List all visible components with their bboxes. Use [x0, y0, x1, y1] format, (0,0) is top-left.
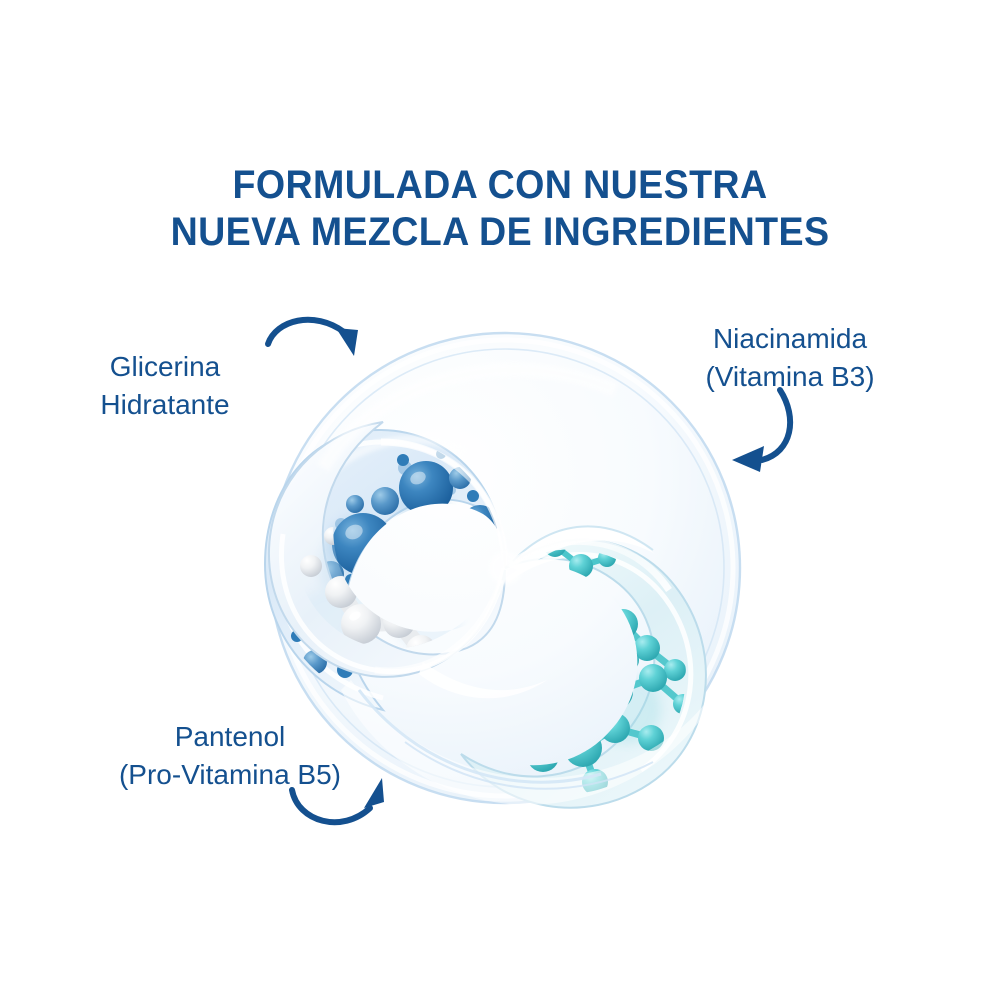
curved-arrow-down-left-icon	[732, 387, 794, 472]
page-title-line-1: FORMULADA CON NUESTRA	[232, 163, 768, 207]
label-glicerina: Glicerina Hidratante	[0, 348, 330, 424]
capsule-bottom-sweep	[341, 666, 729, 805]
label-glicerina-line-2: Hidratante	[100, 389, 230, 420]
page-title: FORMULADA CON NUESTRA NUEVA MEZCLA DE IN…	[30, 162, 970, 256]
swirl-dividers	[374, 438, 672, 675]
label-glicerina-line-1: Glicerina	[109, 351, 221, 382]
label-pantenol-line-2: (Pro-Vitamina B5)	[118, 759, 341, 790]
curved-arrow-up-right-icon	[289, 778, 384, 826]
label-pantenol: Pantenol (Pro-Vitamina B5)	[60, 718, 400, 794]
label-niacinamida-line-2: (Vitamina B3)	[705, 361, 875, 392]
page-title-line-2: NUEVA MEZCLA DE INGREDIENTES	[170, 210, 830, 254]
label-niacinamida: Niacinamida (Vitamina B3)	[645, 320, 935, 396]
curved-arrow-down-right-icon	[265, 316, 358, 356]
label-pantenol-line-1: Pantenol	[174, 721, 286, 752]
label-niacinamida-line-1: Niacinamida	[712, 323, 868, 354]
triskelion-ingredient-capsule	[255, 318, 755, 818]
